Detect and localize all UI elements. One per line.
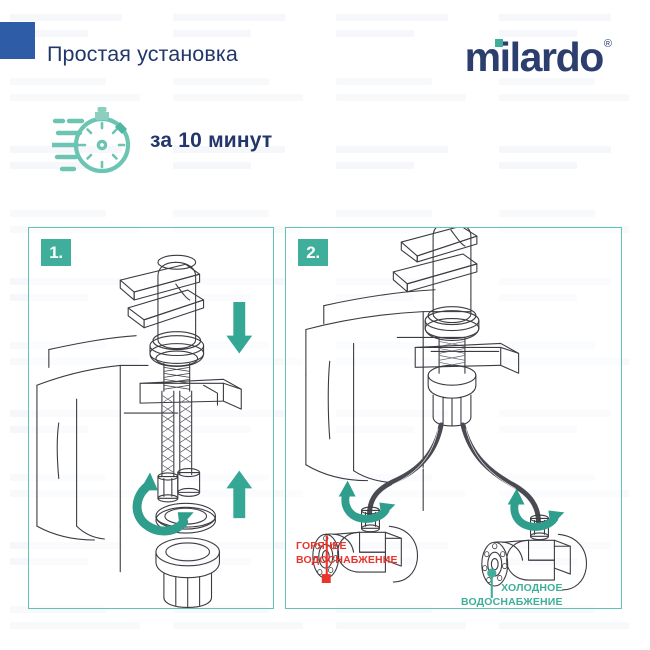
cold-water-supply-label-line1: ХОЛОДНОЕ (501, 582, 563, 594)
duration-label: за 10 минут (150, 129, 273, 152)
brand-corner-square (0, 22, 35, 59)
step-panel-2: 2. (285, 227, 622, 609)
brand-logo: milardo ® (465, 36, 612, 78)
hot-water-supply-label: ГОРЯЧЕЕ ВОДОСНАБЖЕНИЕ (296, 540, 398, 567)
step-2-illustration (305, 228, 587, 598)
registered-trademark-symbol: ® (603, 38, 612, 50)
hot-water-supply-label-line2: ВОДОСНАБЖЕНИЕ (296, 553, 398, 566)
page-title: Простая установка (47, 42, 238, 66)
brand-wordmark: milardo (464, 34, 605, 80)
step-number-badge-1: 1. (41, 239, 71, 266)
duration-badge: за 10 минут (52, 100, 272, 182)
cold-water-supply-label-line2: ВОДОСНАБЖЕНИЕ (461, 595, 563, 608)
step-panel-1: 1. (28, 227, 274, 609)
brand-i-dot-icon (495, 39, 503, 47)
up-arrow-icon (226, 470, 253, 519)
rotate-arrow-hot-icon (338, 480, 396, 523)
rotate-arrow-cold-icon (507, 488, 565, 531)
step-number-badge-2: 2. (298, 239, 328, 266)
down-arrow-icon (226, 301, 253, 354)
hot-supply-pointer-icon (321, 535, 331, 584)
stopwatch-icon (52, 107, 131, 174)
cold-supply-pointer-icon (487, 568, 497, 598)
hot-water-supply-label-line1: ГОРЯЧЕЕ (296, 540, 347, 552)
cold-water-supply-label: ХОЛОДНОЕ ВОДОСНАБЖЕНИЕ (461, 582, 563, 609)
rotate-arrow-icon (132, 472, 194, 536)
step-1-illustration (36, 254, 253, 608)
